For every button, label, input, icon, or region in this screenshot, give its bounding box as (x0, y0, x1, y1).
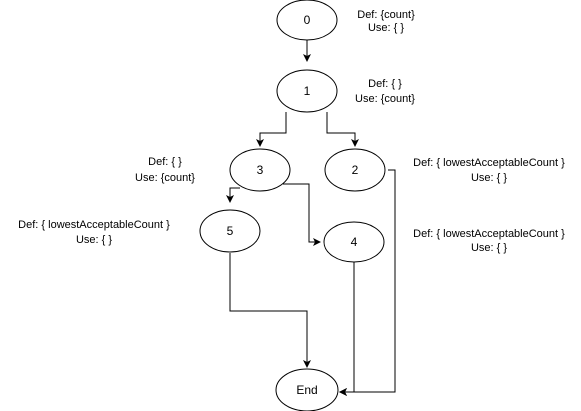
node-1: 1 (276, 69, 338, 113)
node-5: 5 (199, 209, 261, 253)
node-end-label: End (296, 383, 317, 397)
annotation-node-5: Def: { lowestAcceptableCount } Use: { } (18, 219, 170, 246)
node-3-label: 3 (257, 163, 264, 177)
node-2-label: 2 (352, 163, 359, 177)
annotation-def: Def: { } (368, 78, 402, 90)
edge-2-end (339, 169, 396, 396)
node-0-ellipse (276, 0, 338, 41)
node-2-ellipse (324, 148, 386, 192)
annotation-use: Use: { } (471, 242, 507, 254)
node-2: 2 (324, 148, 386, 192)
edge-3-5 (226, 187, 240, 203)
node-end-ellipse (275, 368, 339, 411)
annotation-def: Def: {count} (357, 9, 415, 21)
annotation-def: Def: { lowestAcceptableCount } (413, 228, 565, 240)
annotation-def: Def: { lowestAcceptableCount } (413, 157, 565, 169)
annotation-use: Use: { } (76, 234, 112, 246)
annotation-node-3: Def: { } Use: {count} (135, 156, 195, 184)
annotation-node-4: Def: { lowestAcceptableCount } Use: { } (413, 228, 565, 254)
annotation-use: Use: {count} (135, 172, 195, 184)
edge-1-3 (256, 112, 287, 147)
node-3: 3 (229, 148, 291, 192)
annotation-use: Use: {count} (355, 93, 415, 105)
node-4-ellipse (323, 221, 385, 263)
node-1-label: 1 (304, 84, 311, 98)
annotation-node-0: Def: {count} Use: { } (357, 9, 415, 34)
node-5-label: 5 (227, 224, 234, 238)
annotation-def: Def: { } (148, 156, 182, 168)
edge-1-2 (326, 112, 359, 147)
edge-5-end (229, 253, 311, 368)
node-4-label: 4 (351, 235, 358, 249)
annotation-node-2: Def: { lowestAcceptableCount } Use: { } (413, 157, 565, 184)
node-0: 0 (276, 0, 338, 41)
edge-4-end (339, 261, 355, 396)
node-end: End (275, 368, 339, 411)
node-1-ellipse (276, 69, 338, 113)
node-4: 4 (323, 221, 385, 263)
annotation-node-1: Def: { } Use: {count} (355, 78, 415, 105)
node-3-ellipse (229, 148, 291, 192)
node-5-ellipse (199, 209, 261, 253)
edge-3-4 (283, 183, 321, 246)
annotation-use: Use: { } (368, 22, 404, 34)
annotation-def: Def: { lowestAcceptableCount } (18, 219, 170, 231)
annotation-use: Use: { } (471, 172, 507, 184)
node-0-label: 0 (304, 13, 311, 27)
edges (226, 40, 396, 396)
